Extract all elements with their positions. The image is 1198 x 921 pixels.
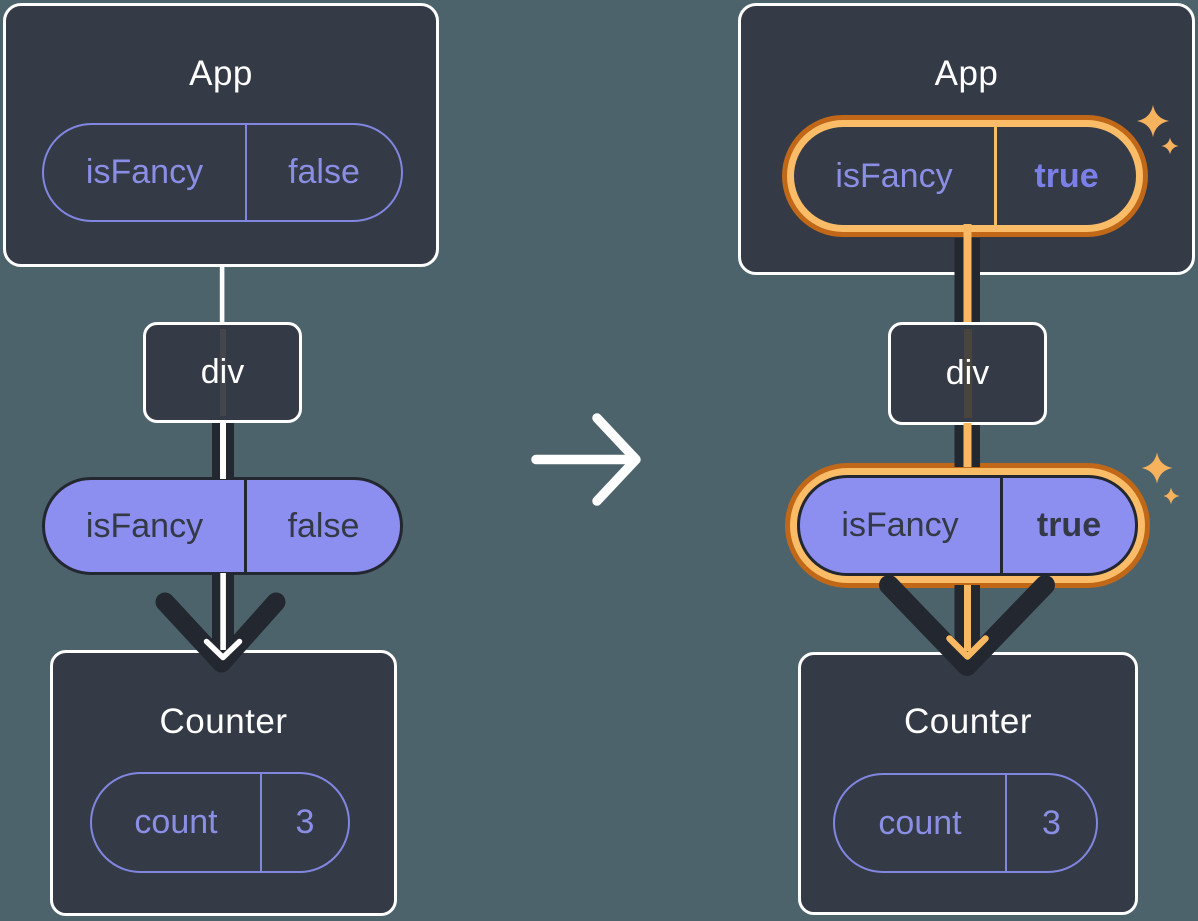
passed-prop-pill: isFancy true — [797, 475, 1138, 576]
app-prop-pill: isFancy false — [42, 123, 403, 222]
arrow-shaft — [964, 585, 971, 651]
prop-name: isFancy — [45, 480, 247, 572]
prop-pipe-through-div — [219, 329, 226, 416]
before-pill-to-counter-arrow — [155, 573, 286, 673]
div-node: div — [143, 322, 302, 423]
chevron-arrowhead — [879, 575, 1055, 676]
counter-state-pill: count 3 — [833, 773, 1098, 873]
div-label: div — [200, 353, 245, 391]
after-pill-to-counter-arrow — [879, 575, 1055, 676]
passed-prop-pill: isFancy false — [42, 477, 403, 575]
pipe-core — [963, 423, 972, 467]
app-card — [738, 3, 1195, 275]
chevron-arrowhead — [155, 592, 286, 673]
pipe-dark — [212, 423, 234, 479]
before-app-to-div-line — [219, 265, 225, 323]
counter-card — [50, 650, 397, 916]
sparkle-icon — [1137, 105, 1169, 137]
transition-arrow-icon — [531, 413, 641, 506]
app-title: App — [934, 54, 999, 93]
sparkle-icon — [1163, 487, 1180, 505]
prop-name: isFancy — [794, 127, 997, 225]
after-app-to-div-pipe — [954, 224, 980, 322]
prop-value: true — [1036, 506, 1102, 544]
pipe-dark — [954, 425, 980, 467]
counter-title: Counter — [159, 702, 288, 741]
highlight-ring: isFancy true — [787, 120, 1143, 232]
sparkle-icon — [1161, 137, 1179, 155]
state-name: count — [92, 774, 262, 871]
white-arrowhead — [203, 638, 243, 661]
state-value: 3 — [1042, 803, 1061, 842]
app-prop-pill: isFancy true — [794, 127, 1136, 225]
prop-value: false — [287, 506, 360, 545]
passed-prop-pill-highlighted: isFancy true — [785, 463, 1150, 588]
before-div-to-pill-pipe — [212, 421, 234, 479]
counter-card — [798, 652, 1138, 915]
app-title: App — [189, 54, 253, 93]
prop-name: isFancy — [800, 478, 1003, 573]
counter-state-pill: count 3 — [90, 772, 350, 873]
pipe-core — [963, 224, 972, 322]
prop-pipe-through-div — [963, 329, 972, 418]
state-name: count — [835, 775, 1007, 871]
app-prop-pill-highlighted: isFancy true — [782, 115, 1148, 237]
arrow-shaft — [220, 573, 226, 650]
div-label: div — [945, 354, 990, 392]
state-value: 3 — [295, 803, 315, 841]
pipe-dark — [954, 238, 980, 322]
pipe-core — [220, 421, 226, 479]
app-card — [3, 3, 439, 267]
highlight-ring: isFancy true — [790, 468, 1145, 583]
counter-title: Counter — [903, 702, 1033, 741]
after-div-to-pill-pipe — [954, 423, 980, 467]
pipe-dark — [212, 573, 234, 648]
pipe-dark — [954, 585, 980, 650]
prop-value: true — [1034, 156, 1099, 195]
prop-name: isFancy — [44, 125, 247, 220]
orange-arrowhead — [946, 635, 989, 660]
sparkle-icon — [1141, 452, 1173, 484]
div-node: div — [888, 322, 1047, 425]
prop-value: false — [288, 153, 360, 191]
